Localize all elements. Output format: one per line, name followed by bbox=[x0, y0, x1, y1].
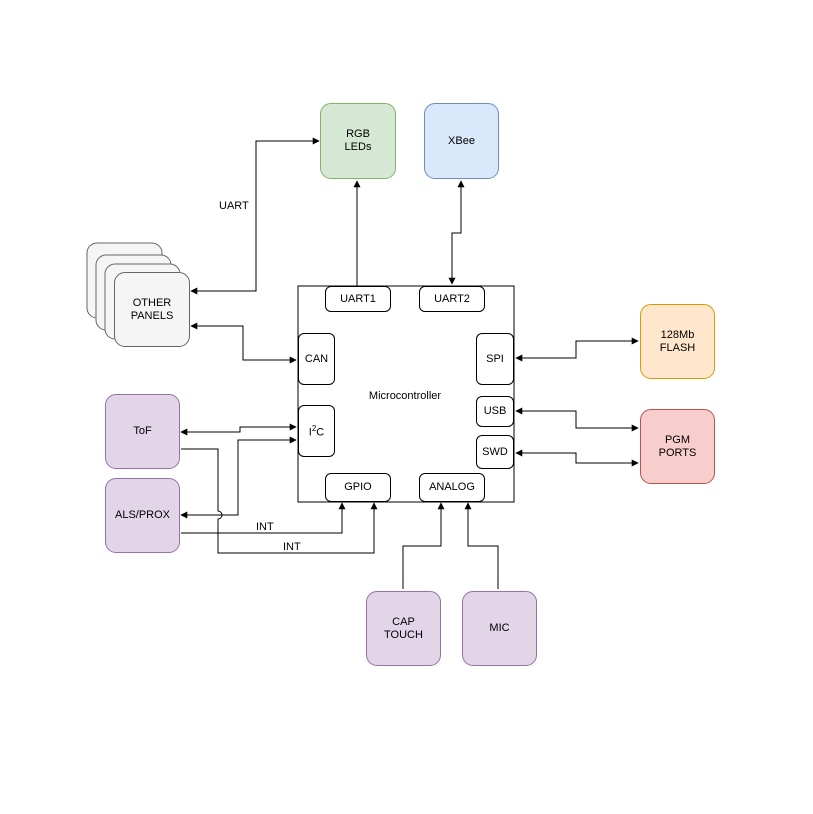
swd-port: SWD bbox=[476, 435, 514, 469]
uart1-port: UART1 bbox=[325, 286, 391, 312]
xbee-block: XBee bbox=[424, 103, 499, 179]
gpio-port: GPIO bbox=[325, 473, 391, 502]
uart2-port: UART2 bbox=[419, 286, 485, 312]
spi-to-flash-wire bbox=[515, 337, 639, 362]
mic-to-analog-wire bbox=[464, 502, 499, 589]
uart-other-panels-wire bbox=[190, 137, 320, 295]
i2c-to-als-wire bbox=[180, 436, 297, 519]
can-port: CAN bbox=[298, 333, 335, 385]
pgm-ports-block: PGM PORTS bbox=[640, 409, 715, 484]
can-other-panels-wire bbox=[190, 322, 297, 364]
analog-port: ANALOG bbox=[419, 473, 485, 502]
als-prox-block: ALS/PROX bbox=[105, 478, 180, 553]
i2c-port: I2C bbox=[298, 405, 335, 457]
usb-to-pgm-wire bbox=[515, 407, 639, 432]
rgb-leds-block: RGB LEDs bbox=[320, 103, 396, 179]
uart2-to-xbee-wire bbox=[448, 180, 465, 285]
spi-port: SPI bbox=[476, 333, 514, 385]
mic-block: MIC bbox=[462, 591, 537, 666]
cap-touch-block: CAP TOUCH bbox=[366, 591, 441, 666]
als-int-wire bbox=[181, 502, 346, 534]
other-panels-block: OTHER PANELS bbox=[114, 272, 190, 347]
usb-port: USB bbox=[476, 396, 514, 427]
swd-to-pgm-wire bbox=[515, 449, 639, 467]
flash-block: 128Mb FLASH bbox=[640, 304, 715, 379]
uart-wire-label: UART bbox=[219, 200, 249, 212]
cap-touch-to-analog-wire bbox=[402, 502, 445, 589]
i2c-to-tof-wire bbox=[180, 423, 297, 436]
int-wire-label-tof: INT bbox=[283, 541, 301, 553]
int-wire-label-als: INT bbox=[256, 521, 274, 533]
microcontroller-label: Microcontroller bbox=[368, 389, 442, 402]
tof-int-wire bbox=[181, 448, 378, 554]
tof-block: ToF bbox=[105, 394, 180, 469]
i2c-label: I2C bbox=[308, 424, 325, 439]
